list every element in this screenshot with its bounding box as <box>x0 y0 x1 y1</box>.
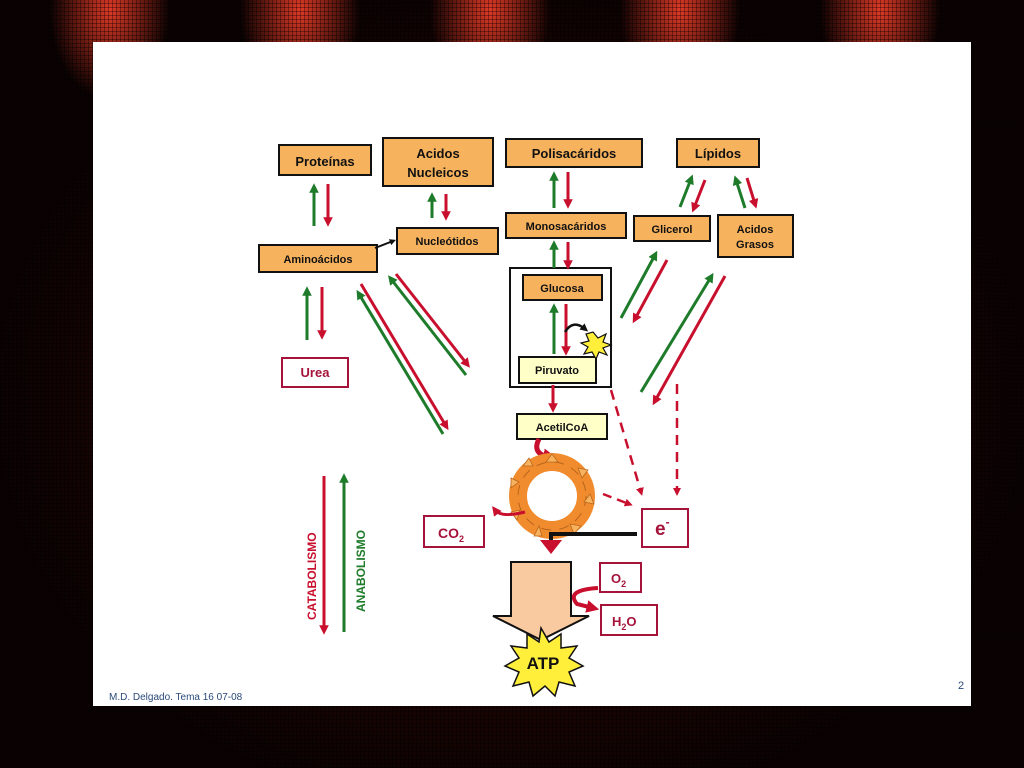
box-proteinas: Proteínas <box>278 144 372 176</box>
atp-burst: ATP <box>503 625 585 698</box>
arrow-diagonal-green-aminoacidos <box>356 289 445 435</box>
label-piruvato: Piruvato <box>535 365 579 377</box>
page-number: 2 <box>958 680 965 692</box>
label-glucosa: Glucosa <box>540 283 584 295</box>
label-acetilcoa: AcetilCoA <box>536 422 589 434</box>
arrow-diagonal-red-acidos-grasos <box>652 275 727 406</box>
label-acidos-grasos-line1: Acidos <box>737 224 774 236</box>
box-co2: CO2 <box>423 515 485 548</box>
label-acidos-nucleicos-line2: Nucleicos <box>407 165 468 180</box>
arrow-lipidos-to-acidos-grasos <box>745 177 759 209</box>
box-lipidos: Lípidos <box>676 138 760 168</box>
energy-burst-icon <box>579 331 613 361</box>
dashed-arrow-krebs-to-electron <box>602 492 633 507</box>
label-nucleotidos: Nucleótidos <box>416 236 479 248</box>
label-h2o-h: H <box>612 614 621 629</box>
arrow-o2-to-h2o <box>571 586 600 613</box>
label-lipidos: Lípidos <box>695 146 741 161</box>
arrow-diagonal-green-glicerol <box>619 250 658 319</box>
svg-text:CO2: CO2 <box>438 525 464 544</box>
svg-text:O2: O2 <box>611 571 626 589</box>
label-polisacaridos: Polisacáridos <box>532 146 617 161</box>
arrow-chain-down <box>540 540 562 554</box>
legend-catabolismo-label: CATABOLISMO <box>305 532 319 620</box>
svg-text:H2O: H2O <box>612 614 637 632</box>
box-nucleotidos: Nucleótidos <box>396 227 499 255</box>
label-acidos-nucleicos-line1: Acidos <box>416 146 459 161</box>
label-urea: Urea <box>301 365 331 380</box>
box-aminoacidos: Aminoácidos <box>258 244 378 273</box>
box-urea: Urea <box>281 357 349 388</box>
label-atp: ATP <box>527 654 560 673</box>
box-glucosa: Glucosa <box>522 274 603 301</box>
label-o2: O <box>611 571 621 586</box>
label-co2-subscript: 2 <box>459 534 464 544</box>
label-h2o-o: O <box>626 614 636 629</box>
arrow-glicerol-to-lipidos <box>678 174 694 208</box>
arrow-diagonal-green-nucleotidos <box>388 275 468 376</box>
box-electron: e- <box>641 508 689 548</box>
footer-author: M.D. Delgado. Tema 16 07-08 <box>109 692 243 703</box>
box-acidos-grasos: Acidos Grasos <box>717 214 794 258</box>
svg-text:e-: e- <box>655 515 670 540</box>
legend-anabolismo-label: ANABOLISMO <box>354 530 368 612</box>
arrow-acidos-grasos-to-lipidos <box>732 175 747 209</box>
label-o2-subscript: 2 <box>621 579 626 589</box>
box-acetilcoa: AcetilCoA <box>516 413 608 440</box>
krebs-cycle-icon <box>509 453 595 539</box>
label-proteinas: Proteínas <box>295 154 354 169</box>
glycolysis-frame <box>509 267 612 388</box>
slide: Proteínas Acidos Nucleicos Polisacáridos… <box>93 42 971 706</box>
line-electron-to-chain <box>549 532 637 542</box>
box-o2: O2 <box>599 562 642 593</box>
label-co2: CO <box>438 525 459 541</box>
box-h2o: H2O <box>600 604 658 636</box>
arrow-diagonal-red-aminoacidos <box>359 283 449 431</box>
label-monosacaridos: Monosacáridos <box>526 221 607 233</box>
big-energy-arrow <box>492 561 590 642</box>
dashed-arrow-piruvato-to-electron <box>609 389 644 496</box>
arrow-aminoacidos-to-nucleotidos <box>374 239 396 249</box>
arrow-diagonal-green-acidos-grasos <box>639 272 714 393</box>
box-glicerol: Glicerol <box>633 215 711 242</box>
arrow-krebs-to-co2 <box>492 506 526 517</box>
label-acidos-grasos-line2: Grasos <box>736 239 774 251</box>
box-monosacaridos: Monosacáridos <box>505 212 627 239</box>
arrow-lipidos-to-glicerol <box>691 179 707 213</box>
box-piruvato: Piruvato <box>518 356 597 384</box>
box-acidos-nucleicos: Acidos Nucleicos <box>382 137 494 187</box>
label-h2o-subscript: 2 <box>621 622 626 632</box>
label-electron-superscript: - <box>666 515 670 529</box>
box-polisacaridos: Polisacáridos <box>505 138 643 168</box>
metabolism-diagram: Proteínas Acidos Nucleicos Polisacáridos… <box>258 137 794 698</box>
label-glicerol: Glicerol <box>652 224 693 236</box>
label-aminoacidos: Aminoácidos <box>283 254 352 266</box>
arrow-diagonal-red-glicerol <box>632 259 669 324</box>
arrow-diagonal-red-nucleotidos <box>394 273 470 368</box>
label-electron: e <box>655 519 666 540</box>
energy-curve-arrow <box>563 323 589 333</box>
